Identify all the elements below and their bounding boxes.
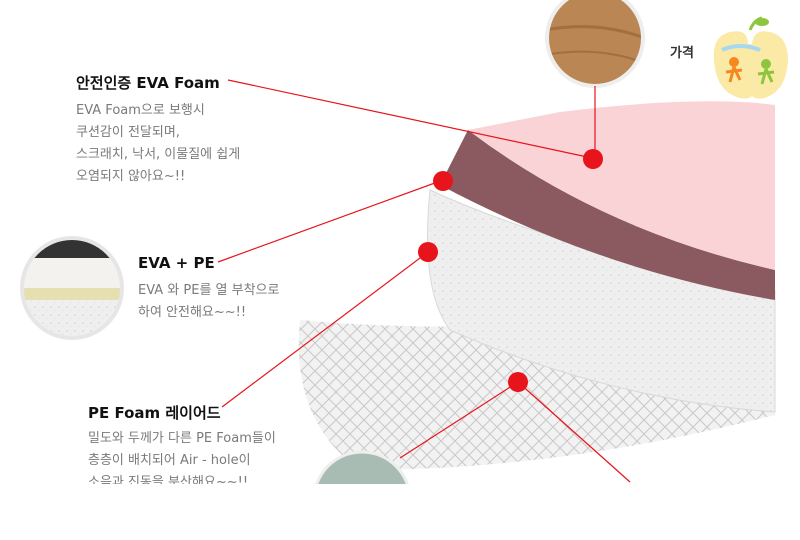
eva-pe-sample-circle	[22, 238, 122, 338]
pink-eva-layer	[468, 101, 775, 270]
callout-desc-pe-foam: 밀도와 두께가 다른 PE Foam들이 층층이 배치되어 Air - hole…	[88, 431, 276, 484]
callout-dot	[508, 372, 528, 392]
callout-dot	[583, 149, 603, 169]
callout-desc-eva-foam: EVA Foam으로 보행시 쿠션감이 전달되며, 스크래치, 낙서, 이물질에…	[76, 103, 241, 184]
mauve-edge-layer	[440, 130, 775, 300]
apple-logo-icon	[713, 16, 788, 99]
callout-dots	[418, 149, 603, 392]
callout-lines	[217, 79, 631, 483]
callout-title-eva-pe: EVA + PE	[138, 254, 215, 272]
partial-label: 가격	[670, 46, 694, 61]
callout-dot	[418, 242, 438, 262]
callout-dot	[433, 171, 453, 191]
callout-title-pe-foam: PE Foam 레이어드	[88, 404, 221, 422]
callout-desc-eva-pe: EVA 와 PE를 열 부착으로 하여 안전해요~~!!	[138, 283, 280, 320]
callout-title-eva-foam: 안전인증 EVA Foam	[76, 74, 220, 92]
